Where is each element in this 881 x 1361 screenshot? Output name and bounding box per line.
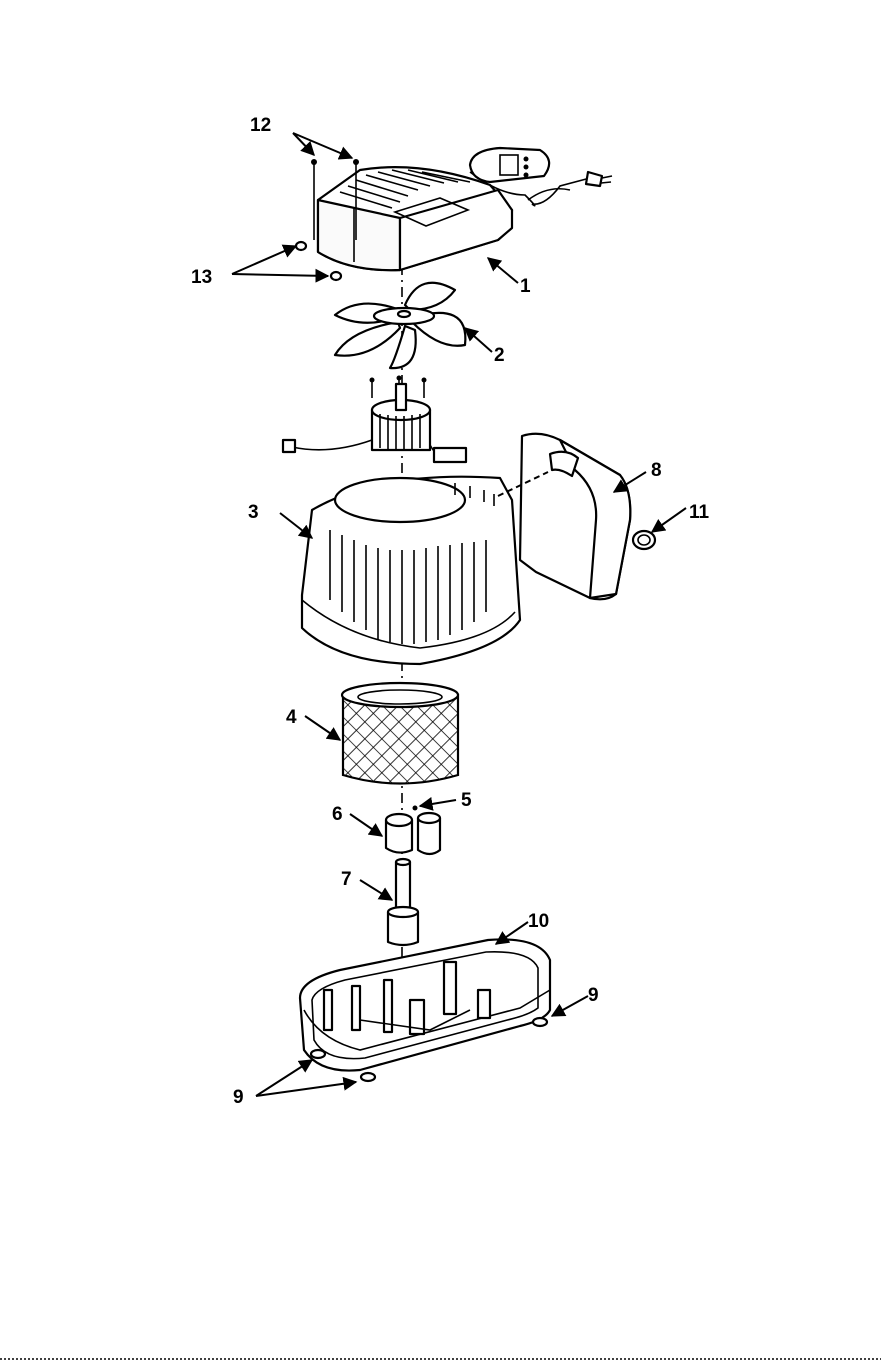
callout-2: 2 — [494, 345, 505, 366]
callout-8: 8 — [651, 460, 662, 481]
callout-13: 13 — [191, 267, 212, 288]
callout-6: 6 — [332, 804, 343, 825]
callout-12: 12 — [250, 115, 271, 136]
housing-part — [302, 477, 520, 664]
float-post-part — [388, 859, 418, 945]
tank-cap-part — [633, 531, 655, 549]
callout-7: 7 — [341, 869, 352, 890]
fan-motor-assembly — [283, 376, 466, 463]
wick-filter-part — [342, 683, 458, 784]
float-assembly-part — [386, 806, 440, 855]
callout-11: 11 — [689, 502, 710, 523]
callout-9-left: 9 — [233, 1087, 244, 1108]
top-cover-part — [318, 167, 512, 270]
fan-blade-part — [335, 283, 465, 368]
base-part — [300, 939, 550, 1070]
callout-9-right: 9 — [588, 985, 599, 1006]
callout-4: 4 — [286, 707, 297, 728]
callout-3: 3 — [248, 502, 259, 523]
callout-10: 10 — [528, 911, 549, 932]
callout-5: 5 — [461, 790, 472, 811]
callout-1: 1 — [520, 276, 531, 297]
